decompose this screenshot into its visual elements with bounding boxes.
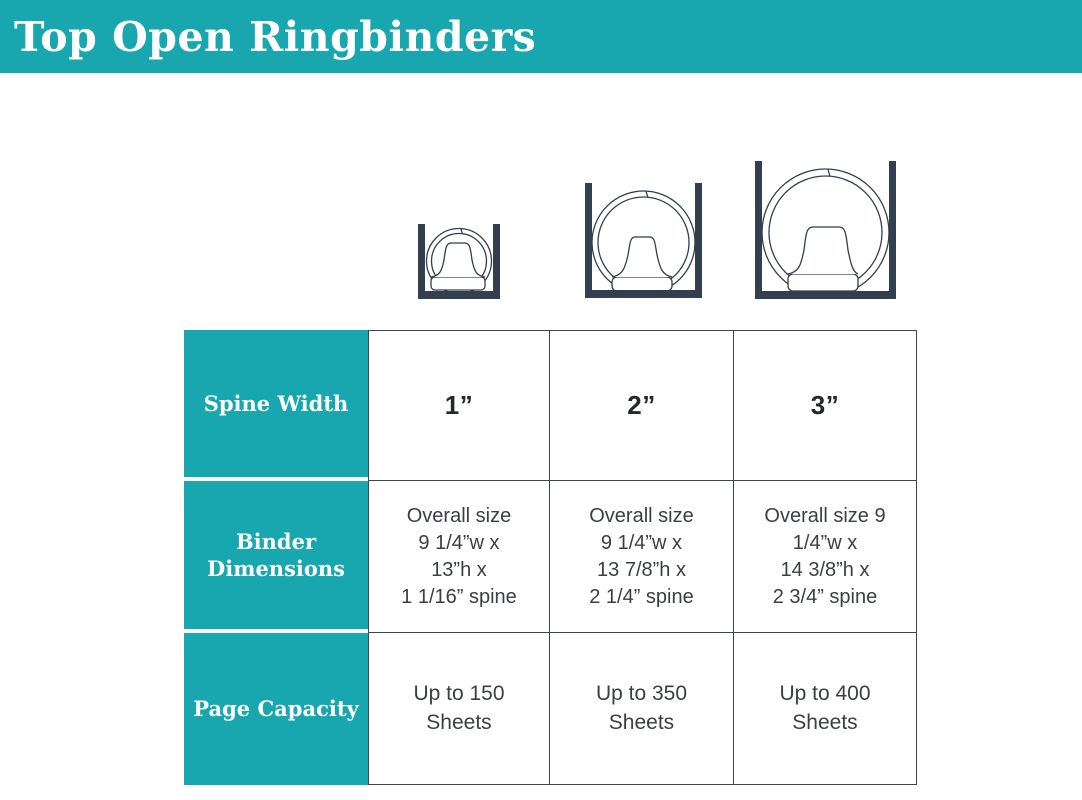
row-label-spine-width: Spine Width (184, 330, 368, 481)
spine-width-value-1: 1” (368, 330, 550, 481)
spine-width-value-3: 3” (734, 330, 917, 481)
page-capacity-value-3: Up to 400 Sheets (734, 633, 917, 785)
page-capacity-value-1: Up to 150 Sheets (368, 633, 550, 785)
binder-cross-section-2-inch-icon (585, 183, 702, 298)
spec-table: Spine Width 1” 2” 3” Binder Dimensions O… (184, 330, 917, 785)
page-header-banner: Top Open Ringbinders (0, 0, 1082, 73)
spine-width-value-2: 2” (550, 330, 734, 481)
binder-dimensions-value-2: Overall size 9 1/4”w x 13 7/8”h x 2 1/4”… (550, 481, 734, 633)
binder-dimensions-value-1: Overall size 9 1/4”w x 13”h x 1 1/16” sp… (368, 481, 550, 633)
row-label-page-capacity: Page Capacity (184, 633, 368, 785)
page-title: Top Open Ringbinders (14, 12, 537, 61)
page-capacity-value-2: Up to 350 Sheets (550, 633, 734, 785)
binder-cross-section-3-inch-icon (755, 161, 896, 299)
row-label-binder-dimensions: Binder Dimensions (184, 481, 368, 633)
binder-cross-section-1-inch-icon (418, 224, 500, 299)
binder-dimensions-value-3: Overall size 9 1/4”w x 14 3/8”h x 2 3/4”… (734, 481, 917, 633)
